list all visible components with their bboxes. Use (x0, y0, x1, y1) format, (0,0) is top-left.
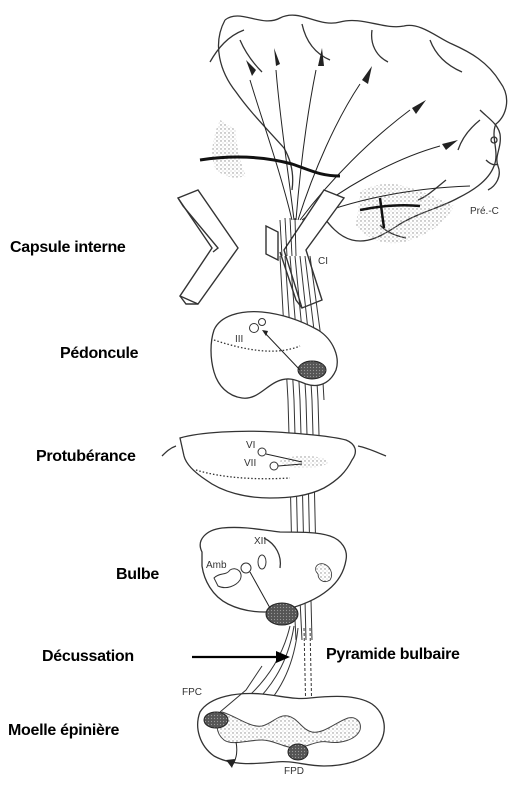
label-capsule-interne: Capsule interne (10, 239, 126, 257)
label-moelle-epiniere: Moelle épinière (8, 722, 119, 740)
annotation-iii: III (235, 334, 243, 345)
cerebral-peduncle-tract (298, 361, 326, 379)
fiber-fans (246, 48, 458, 150)
annotation-xii: XII (254, 536, 266, 547)
internal-capsule (178, 190, 344, 308)
label-bulbe: Bulbe (116, 566, 159, 584)
annotation-amb: Amb (206, 560, 227, 571)
annotation-ci: CI (318, 256, 328, 267)
label-protuberance: Protubérance (36, 448, 136, 466)
label-pedoncule: Pédoncule (60, 345, 138, 363)
bulbar-pyramid-mark (266, 603, 298, 625)
annotation-vi: VI (246, 440, 255, 451)
label-pyramide-bulbaire: Pyramide bulbaire (326, 646, 460, 664)
annotation-vii: VII (244, 458, 256, 469)
annotation-fpd: FPD (284, 766, 304, 777)
annotation-pre-c: Pré.-C (470, 206, 499, 217)
basal-stipple (212, 120, 246, 178)
midbrain (211, 312, 337, 399)
annotation-fpc: FPC (182, 687, 202, 698)
label-decussation: Décussation (42, 648, 134, 666)
